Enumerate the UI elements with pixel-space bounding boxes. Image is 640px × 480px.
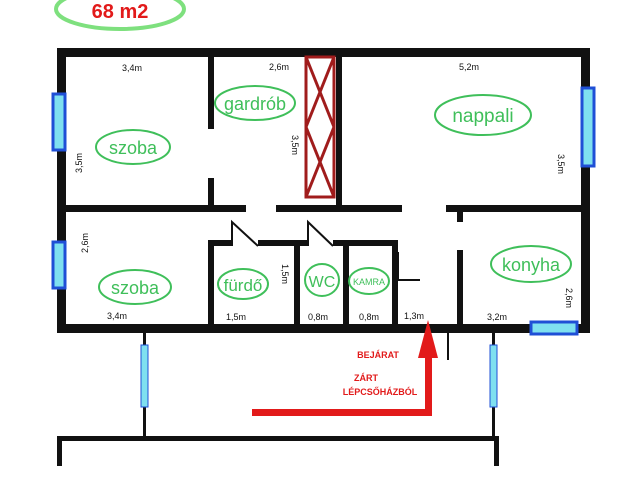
dimension-konyha-height: 2,6m bbox=[564, 288, 574, 308]
wall-wc-top-left bbox=[300, 240, 308, 246]
room-label-gardrob: gardrób bbox=[224, 94, 286, 114]
entrance-note-line2: LÉPCSŐHÁZBÓL bbox=[343, 386, 418, 397]
lower-wall-right bbox=[494, 436, 499, 466]
wall-hall-top bbox=[276, 205, 402, 212]
dimension-furdo-width: 1,5m bbox=[226, 312, 246, 322]
dimension-konyha-width: 3,2m bbox=[487, 312, 507, 322]
room-label-szoba-2: szoba bbox=[111, 278, 160, 298]
room-label-bubble bbox=[434, 94, 532, 136]
wall-bottom bbox=[57, 324, 590, 333]
room-label-kamra: KAMRA bbox=[353, 277, 385, 287]
closet-line bbox=[304, 126, 336, 198]
room-label-bubble bbox=[214, 85, 296, 121]
room-label-konyha: konyha bbox=[502, 255, 561, 275]
wall-wc-kamra bbox=[343, 240, 349, 326]
dimension-szoba2-width: 3,4m bbox=[107, 311, 127, 321]
windows bbox=[51, 86, 596, 336]
dimension-nappali-height: 3,5m bbox=[556, 154, 566, 174]
room-label-furdo: fürdő bbox=[224, 276, 263, 295]
wall-furdo-top-left bbox=[208, 240, 232, 246]
dimension-szoba1-height: 3,5m bbox=[74, 153, 84, 173]
room-label-nappali: nappali bbox=[452, 106, 513, 127]
area-badge-ring bbox=[54, 0, 186, 31]
wall-szoba-gardrob-lower bbox=[208, 178, 214, 208]
door-entrance bbox=[430, 325, 449, 360]
room-label-bubble bbox=[304, 263, 340, 297]
wall-kamra-hall bbox=[392, 240, 398, 326]
wall-nappali-konyha bbox=[446, 205, 581, 212]
wall-top bbox=[57, 48, 590, 57]
window-szoba1 bbox=[51, 92, 67, 152]
entrance-label: BEJÁRAT bbox=[357, 350, 399, 360]
room-label-szoba: szoba bbox=[109, 138, 158, 158]
lower-window-right bbox=[489, 344, 498, 408]
interior-walls bbox=[66, 57, 581, 326]
doors bbox=[231, 219, 449, 360]
entrance-arrow-head bbox=[418, 320, 438, 358]
lower-window-left bbox=[140, 344, 149, 408]
room-label-bubble bbox=[490, 245, 572, 283]
window-nappali bbox=[580, 86, 596, 168]
wall-right bbox=[581, 48, 590, 333]
dimension-labels: 3,4m 3,5m 2,6m 3,5m 5,2m 3,5m 2,6m 3,4m … bbox=[74, 62, 574, 322]
outer-walls bbox=[57, 48, 590, 333]
dimension-furdo-height: 1,5m bbox=[280, 264, 290, 284]
room-label-bubble bbox=[98, 269, 172, 305]
wall-szoba2-furdo bbox=[208, 240, 214, 326]
wall-gardrob-nappali bbox=[336, 57, 342, 207]
door-wc bbox=[307, 219, 334, 247]
lower-wall-left bbox=[57, 436, 62, 466]
entrance-arrow-shaft-horizontal bbox=[252, 409, 432, 416]
room-label-wc: WC bbox=[309, 274, 336, 291]
wall-furdo-wc bbox=[294, 240, 300, 326]
lower-windows bbox=[140, 344, 498, 408]
area-badge-text: 68 m2 bbox=[92, 1, 149, 23]
dimension-hall-width: 1,3m bbox=[404, 311, 424, 321]
wall-szoba-gardrob-upper bbox=[208, 57, 214, 129]
closet-frame bbox=[304, 55, 336, 199]
dimension-gardrob-height: 3,5m bbox=[290, 135, 300, 155]
closet-crossed-box bbox=[304, 55, 336, 199]
room-labels: szoba gardrób nappali szoba fürdő WC KAM… bbox=[95, 85, 572, 305]
wall-wc-kamra-top bbox=[333, 240, 395, 246]
door-kamra bbox=[397, 252, 420, 281]
window-konyha bbox=[529, 320, 579, 336]
door-furdo bbox=[231, 219, 259, 247]
closet-line bbox=[304, 56, 336, 128]
wall-hall-konyha bbox=[457, 250, 463, 326]
dimension-szoba1-width: 3,4m bbox=[122, 63, 142, 73]
area-badge: 68 m2 bbox=[54, 0, 186, 31]
dimension-szoba2-height: 2,6m bbox=[80, 233, 90, 253]
room-label-bubble bbox=[348, 267, 390, 295]
room-label-bubble bbox=[95, 129, 171, 165]
dimension-nappali-width: 5,2m bbox=[459, 62, 479, 72]
dimension-gardrob-width: 2,6m bbox=[269, 62, 289, 72]
wall-konyha-stub bbox=[457, 212, 463, 222]
room-label-bubble bbox=[217, 268, 269, 300]
wall-left bbox=[57, 48, 66, 333]
entrance-arrow-shaft-vertical bbox=[425, 356, 432, 416]
wall-szoba-row bbox=[66, 205, 246, 212]
entrance-arrow bbox=[252, 320, 438, 416]
lower-wall-top bbox=[57, 436, 499, 441]
entrance-note-line1: ZÁRT bbox=[354, 373, 378, 383]
window-szoba2 bbox=[51, 240, 67, 290]
dimension-wc-width: 0,8m bbox=[308, 312, 328, 322]
dimension-kamra-width: 0,8m bbox=[359, 312, 379, 322]
wall-furdo-top-right bbox=[258, 240, 300, 246]
